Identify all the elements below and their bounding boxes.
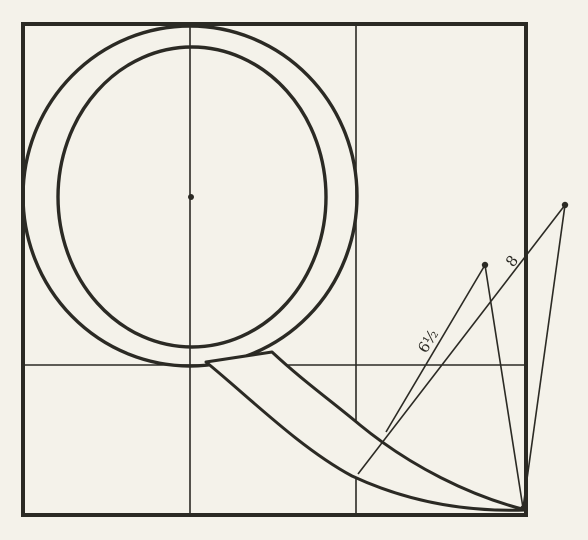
arc-center-long [561,201,569,209]
radius-line-long [357,204,566,475]
outer-frame [21,22,528,517]
arc-center-short [481,261,489,269]
q-outer-ellipse [21,24,359,368]
radius-line-long-return [522,204,566,509]
label-radius-long: 8 [502,252,522,271]
label-radius-short: 6½ [414,326,442,356]
q-tail [204,350,528,512]
center-point [188,194,194,200]
radius-line-short [385,264,486,433]
radius-line-short-return [484,264,524,509]
q-inner-ellipse [56,45,328,349]
tail-end-point [520,505,526,511]
